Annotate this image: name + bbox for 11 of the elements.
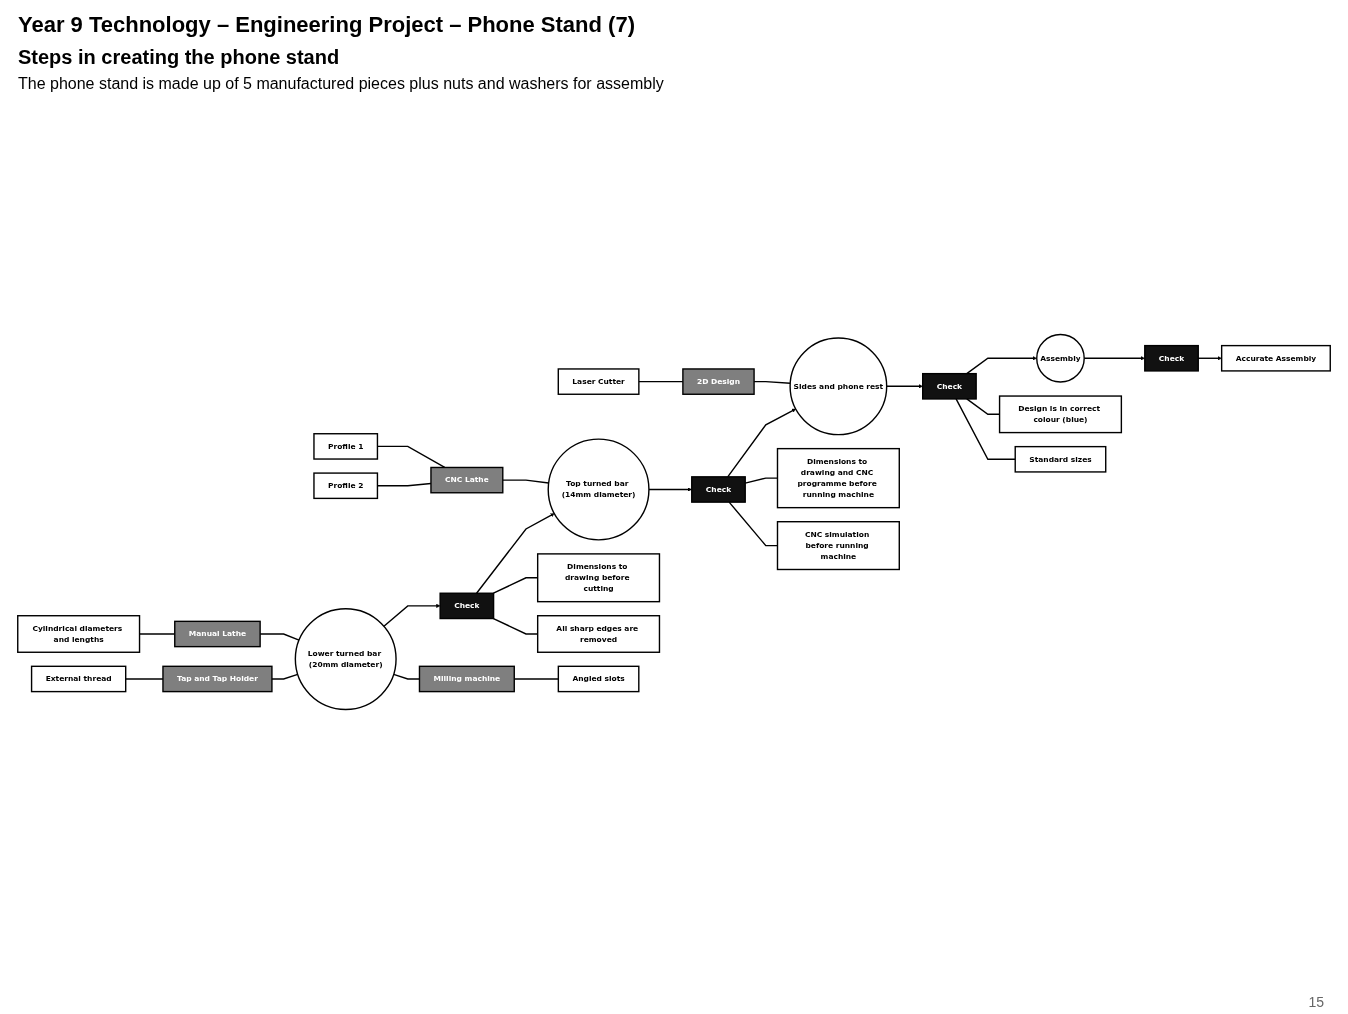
arrow (648, 487, 692, 492)
arrow (475, 513, 555, 594)
connector (955, 398, 1016, 460)
description: The phone stand is made up of 5 manufactured pieces plus nuts and washers for assembly (18, 75, 665, 93)
arrow (727, 408, 796, 478)
arrow (966, 356, 1037, 375)
title: Year 9 Technology – Engineering Project – Phone Stand (7) (18, 12, 636, 38)
arrow (383, 603, 441, 628)
subtitle: Steps in creating the phone stand (18, 46, 341, 69)
page-number: 15 (1308, 994, 1324, 1010)
connector (271, 673, 299, 680)
